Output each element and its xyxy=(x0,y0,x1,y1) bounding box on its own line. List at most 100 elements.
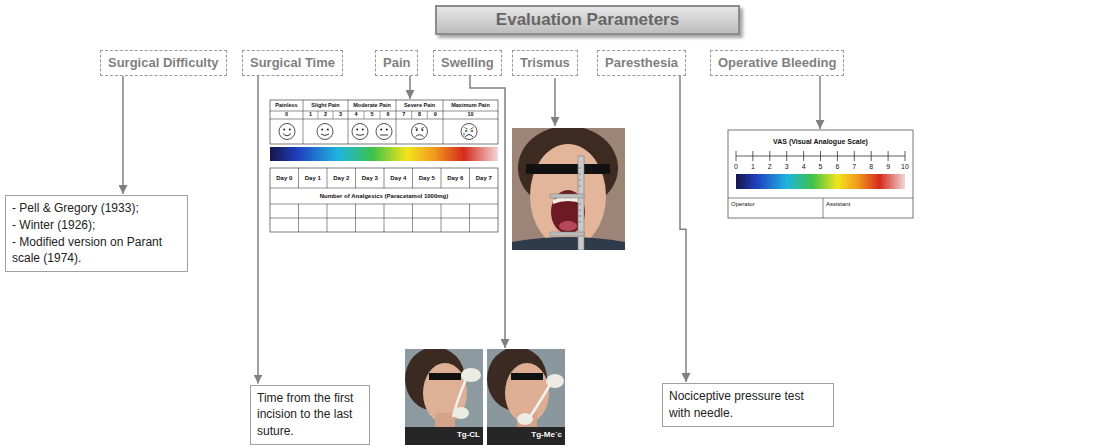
text-cell: 2 xyxy=(762,163,778,170)
category-box: Surgical Time xyxy=(242,50,343,76)
pain-scale-graphic xyxy=(461,124,477,140)
chart-text: Day 2 xyxy=(333,175,349,181)
text-cell: Day 4 xyxy=(384,175,413,181)
swelling-photo xyxy=(453,407,469,419)
pain-scale-graphic xyxy=(303,100,304,144)
text-cell: 0 xyxy=(278,112,296,118)
trismus-photo xyxy=(530,144,606,248)
pain-scale-graphic xyxy=(317,124,333,140)
description-text: Time from the first incision to the last… xyxy=(257,390,363,440)
chart-text: Number of Analgesics (Paracetamol 1000mg… xyxy=(320,193,449,199)
text-cell: Moderate Pain xyxy=(348,103,396,109)
category-box: Pain xyxy=(375,50,418,76)
vas-scale-graphic xyxy=(728,198,913,199)
chart-text: Day 0 xyxy=(276,175,292,181)
swelling-photo xyxy=(429,373,461,380)
text-cell: Tg-CL xyxy=(433,431,480,439)
category-label: Surgical Difficulty xyxy=(108,55,219,71)
description-text: - Modified version on Parant scale (1974… xyxy=(12,234,181,268)
connector-arrow xyxy=(819,76,821,129)
pain-scale-graphic xyxy=(270,111,498,112)
text-cell: 8 xyxy=(411,112,429,118)
pain-scale-graphic xyxy=(465,135,473,138)
connector-arrow xyxy=(680,76,686,382)
chart-text: 0 xyxy=(734,163,738,170)
chart-text: Tg-Me´c xyxy=(531,430,562,439)
vas-scale-graphic xyxy=(736,151,905,161)
swelling-photo xyxy=(435,413,455,429)
text-cell: Assistant xyxy=(826,201,911,207)
pain-scale-graphic xyxy=(362,129,364,131)
category-label: Pain xyxy=(383,55,410,71)
chart-text: Moderate Pain xyxy=(353,102,391,108)
category-label: Trismus xyxy=(520,55,570,71)
text-cell: 4 xyxy=(347,112,365,118)
connector-arrow xyxy=(470,76,505,348)
chart-text: 1 xyxy=(751,163,755,170)
chart-text: 3 xyxy=(339,111,342,117)
leader-arrow xyxy=(554,78,556,126)
pain-scale-graphic xyxy=(463,133,465,136)
chart-text: 1 xyxy=(309,111,312,117)
pain-scale-graphic xyxy=(352,124,368,140)
pain-scale-graphic xyxy=(465,130,473,132)
pain-scale-graphic xyxy=(299,168,470,188)
chart-text: 8 xyxy=(418,111,421,117)
pain-scale-graphic xyxy=(279,124,295,140)
category-box: Swelling xyxy=(433,50,502,76)
text-cell: Operator xyxy=(731,201,816,207)
category-label: Operative Bleeding xyxy=(718,55,836,71)
pain-scale-graphic xyxy=(380,129,382,131)
swelling-photo xyxy=(517,413,537,429)
text-cell: Tg-Me´c xyxy=(515,431,562,439)
chart-text: 6 xyxy=(835,163,839,170)
description-box: Nociceptive pressure test with needle. xyxy=(662,383,834,427)
pain-scale-graphic xyxy=(317,124,333,140)
pain-scale-graphic xyxy=(411,111,412,119)
swelling-photo xyxy=(517,413,533,425)
chart-text: 2 xyxy=(768,163,772,170)
text-cell: 6 xyxy=(379,112,397,118)
text-cell: 9 xyxy=(880,163,896,170)
chart-text: VAS (Visual Analogue Scale) xyxy=(773,138,868,145)
chart-text: Day 6 xyxy=(447,175,463,181)
chart-text: Day 3 xyxy=(362,175,378,181)
pain-scale-graphic xyxy=(465,128,474,130)
swelling-photo xyxy=(405,349,483,445)
pain-scale-graphic xyxy=(318,111,319,119)
description-box: Time from the first incision to the last… xyxy=(250,385,370,445)
chart-text: Maximum Pain xyxy=(451,102,490,108)
connector-arrow xyxy=(409,76,411,99)
pain-scale-graphic xyxy=(270,119,498,120)
text-cell: Day 3 xyxy=(356,175,385,181)
pain-scale-graphic xyxy=(333,111,334,119)
text-cell: Day 7 xyxy=(470,175,499,181)
pain-scale-graphic xyxy=(270,168,498,232)
category-box: Trismus xyxy=(512,50,578,76)
chart-text: 0 xyxy=(285,111,288,117)
chart-text: 5 xyxy=(370,111,373,117)
title-text: Evaluation Parameters xyxy=(496,10,679,30)
category-box: Paresthesia xyxy=(597,50,686,76)
text-cell: 9 xyxy=(426,112,444,118)
text-cell: Day 2 xyxy=(327,175,356,181)
text-cell: Severe Pain xyxy=(396,103,443,109)
swelling-photo xyxy=(461,368,481,382)
connector-arrow xyxy=(257,76,259,384)
trismus-photo xyxy=(550,194,584,198)
chart-text: Severe Pain xyxy=(404,102,435,108)
text-cell: Day 5 xyxy=(413,175,442,181)
chart-text: 4 xyxy=(802,163,806,170)
chart-text: Day 4 xyxy=(390,175,406,181)
text-cell: VAS (Visual Analogue Scale) xyxy=(728,138,913,145)
vas-scale-graphic xyxy=(823,198,824,218)
swelling-photo xyxy=(511,373,543,380)
pain-scale-graphic xyxy=(412,124,428,140)
swelling-photo xyxy=(487,427,565,445)
pain-scale-graphic xyxy=(321,134,329,136)
pain-scale-graphic xyxy=(461,124,477,140)
vas-chart: VAS (Visual Analogue Scale)012345678910O… xyxy=(728,130,913,218)
vas-scale-graphic xyxy=(736,174,905,189)
text-cell: 7 xyxy=(395,112,413,118)
